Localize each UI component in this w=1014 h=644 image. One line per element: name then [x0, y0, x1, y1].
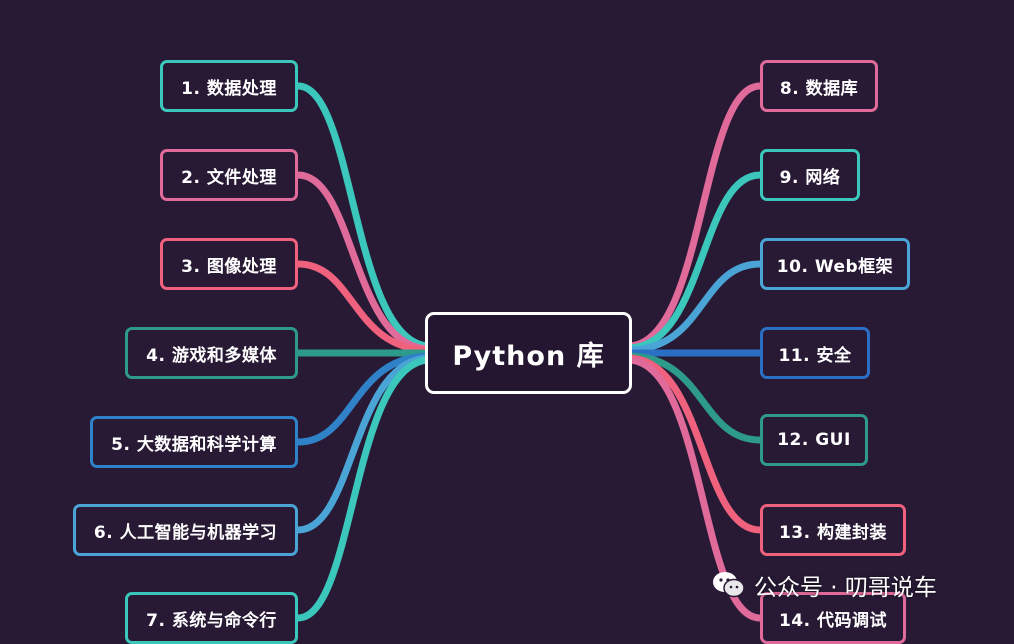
node-gui: 12. GUI [760, 414, 868, 466]
connector-right-10 [627, 260, 761, 354]
node-build-packaging: 13. 构建封装 [760, 504, 906, 556]
node-bigdata-science: 5. 大数据和科学计算 [90, 416, 298, 468]
node-games-multimedia: 4. 游戏和多媒体 [125, 327, 298, 379]
connector-right-8 [627, 82, 761, 350]
connector-right-12 [627, 352, 761, 444]
node-network: 9. 网络 [760, 149, 860, 201]
connector-left-5 [297, 352, 431, 446]
node-ai-ml: 6. 人工智能与机器学习 [73, 504, 298, 556]
watermark-text: 公众号 · 叨哥说车 [754, 575, 937, 601]
node-security: 11. 安全 [760, 327, 870, 379]
connector-left-1 [297, 82, 431, 350]
connector-left-6 [297, 354, 431, 534]
connector-left-3 [297, 260, 431, 354]
node-system-cli: 7. 系统与命令行 [125, 592, 298, 644]
node-data-processing: 1. 数据处理 [160, 60, 298, 112]
center-node-python-libraries: Python 库 [425, 312, 632, 394]
watermark: 公众号 · 叨哥说车 [712, 568, 937, 602]
connector-lines [297, 82, 761, 622]
node-image-processing: 3. 图像处理 [160, 238, 298, 290]
node-database: 8. 数据库 [760, 60, 878, 112]
connector-right-14 [627, 356, 761, 622]
node-web-framework: 10. Web框架 [760, 238, 910, 290]
connector-right-9 [627, 171, 761, 352]
connector-left-2 [297, 171, 431, 353]
connector-left-7 [297, 356, 431, 622]
wechat-icon [713, 572, 745, 598]
connector-right-13 [627, 354, 761, 534]
node-file-processing: 2. 文件处理 [160, 149, 298, 201]
